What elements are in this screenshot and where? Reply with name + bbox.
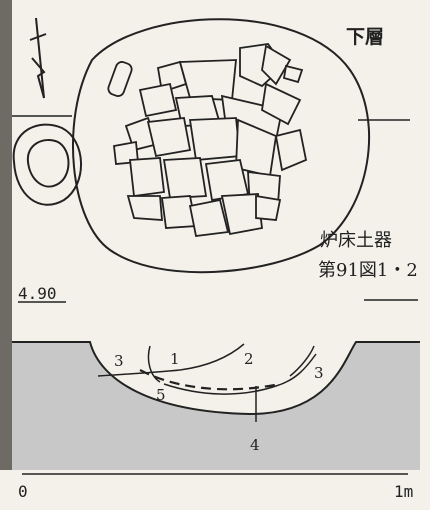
- scale-start-label: 0: [18, 482, 28, 501]
- figure-reference: 第91図1・2: [318, 260, 418, 281]
- scale-end-label: 1m: [394, 482, 414, 501]
- small-pit: [12, 123, 82, 206]
- layer-label: 下層: [346, 26, 385, 48]
- pit-plan-outline: [71, 18, 370, 274]
- photo-edge-left: [0, 0, 12, 470]
- layer-number: 2: [244, 350, 254, 368]
- section-profile: [12, 341, 420, 470]
- north-arrow-icon: [29, 17, 47, 99]
- layer-number: 4: [250, 436, 260, 454]
- hearth-label: 炉床土器: [320, 230, 392, 251]
- layer-number: 3: [314, 364, 324, 382]
- pottery-sherds: [107, 43, 308, 237]
- layer-number: 1: [170, 350, 180, 368]
- layer-number: 3: [114, 352, 124, 370]
- elevation-label: 4.90: [18, 284, 57, 303]
- reference-lines: [12, 115, 418, 303]
- layer-number: 5: [156, 386, 166, 404]
